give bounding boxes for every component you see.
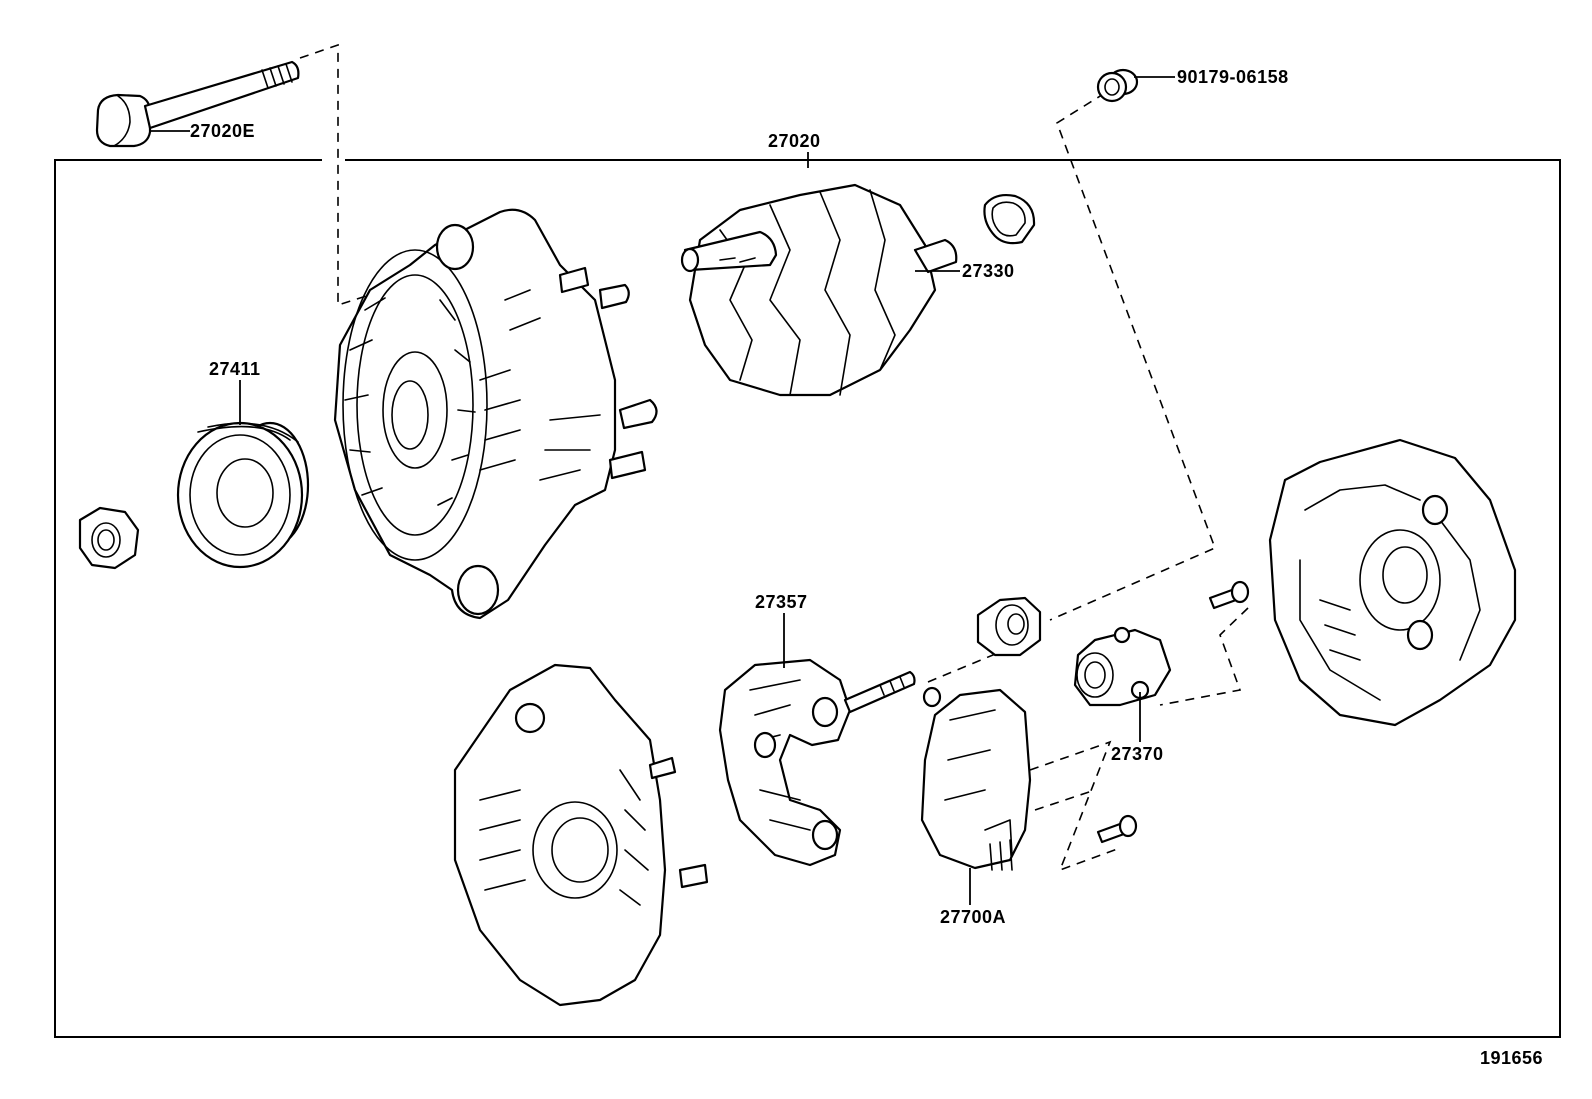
bearing-part [976, 596, 1042, 657]
screw-part [1096, 68, 1139, 103]
label-rotor: 27330 [962, 261, 1015, 281]
small-bolt-lower-part [1096, 814, 1138, 844]
label-regulator: 27700A [940, 907, 1006, 927]
rear-cover-part [1268, 438, 1517, 727]
leader-lines [150, 76, 1175, 905]
rectifier-part [718, 658, 916, 867]
nut-part [78, 506, 140, 570]
assembly-frame [54, 159, 1561, 1038]
label-screw: 90179-06158 [1177, 67, 1289, 87]
brush-holder-part [1073, 626, 1172, 707]
rear-end-frame-part [453, 663, 709, 1007]
drive-end-frame-part [333, 208, 658, 620]
rotor-part [680, 183, 958, 397]
small-bolt-upper-part [1208, 580, 1250, 610]
through-bolt-part [95, 60, 300, 148]
label-assembly: 27020 [768, 131, 821, 151]
label-through-bolt: 27020E [190, 121, 255, 141]
label-pulley: 27411 [209, 359, 261, 379]
figure-id: 191656 [1480, 1048, 1543, 1068]
regulator-part [920, 686, 1032, 871]
pulley-part [176, 421, 310, 569]
label-rectifier: 27357 [755, 592, 808, 612]
gasket-part [983, 193, 1036, 245]
label-brush-holder: 27370 [1111, 744, 1164, 764]
